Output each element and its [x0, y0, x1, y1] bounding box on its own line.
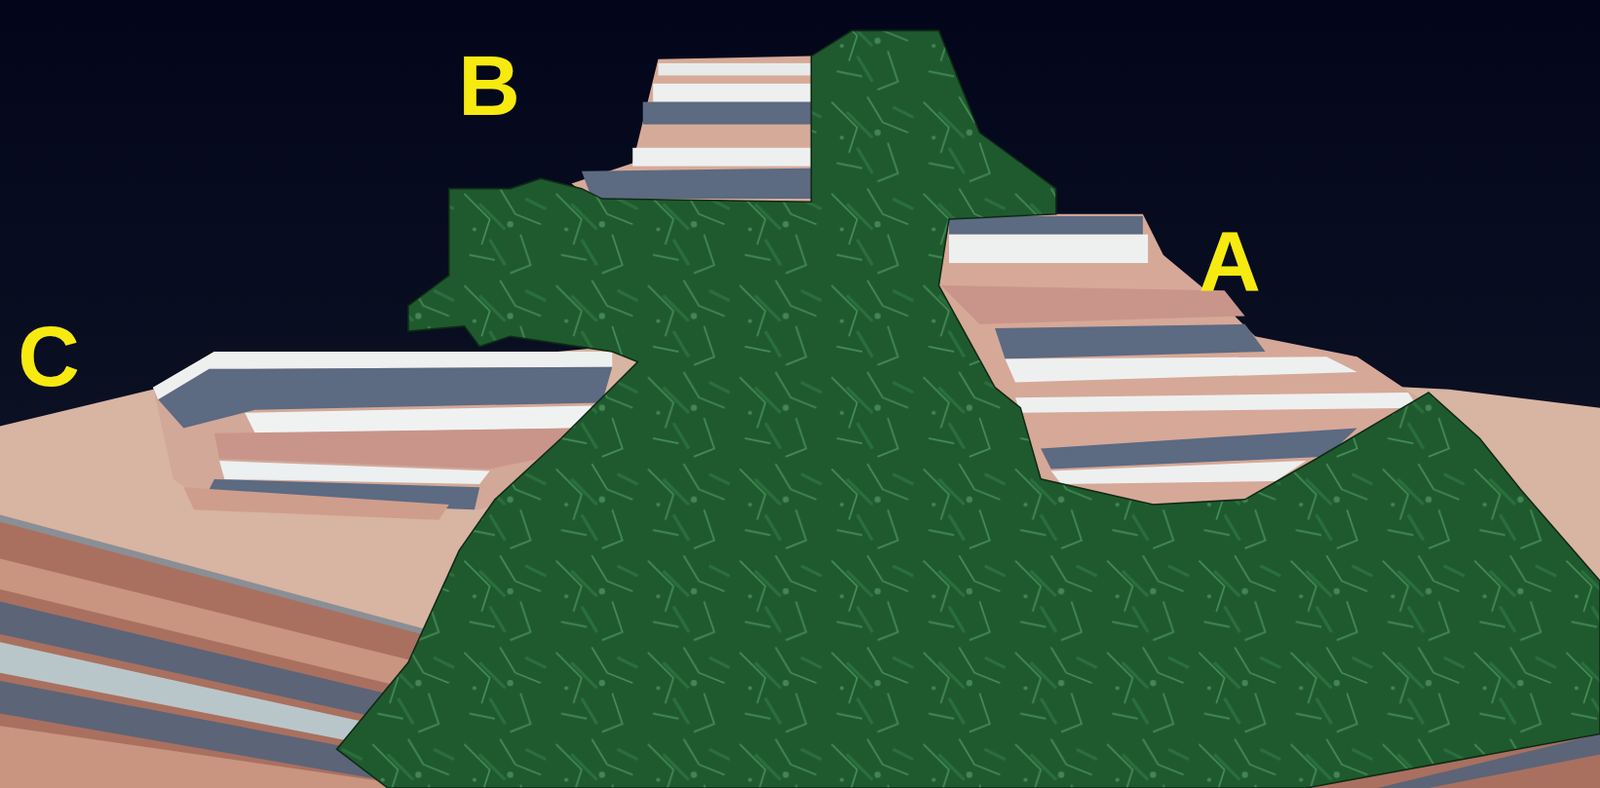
region-letter: C: [17, 313, 80, 400]
region-letter: A: [1198, 218, 1261, 305]
region-letter: B: [457, 42, 521, 129]
